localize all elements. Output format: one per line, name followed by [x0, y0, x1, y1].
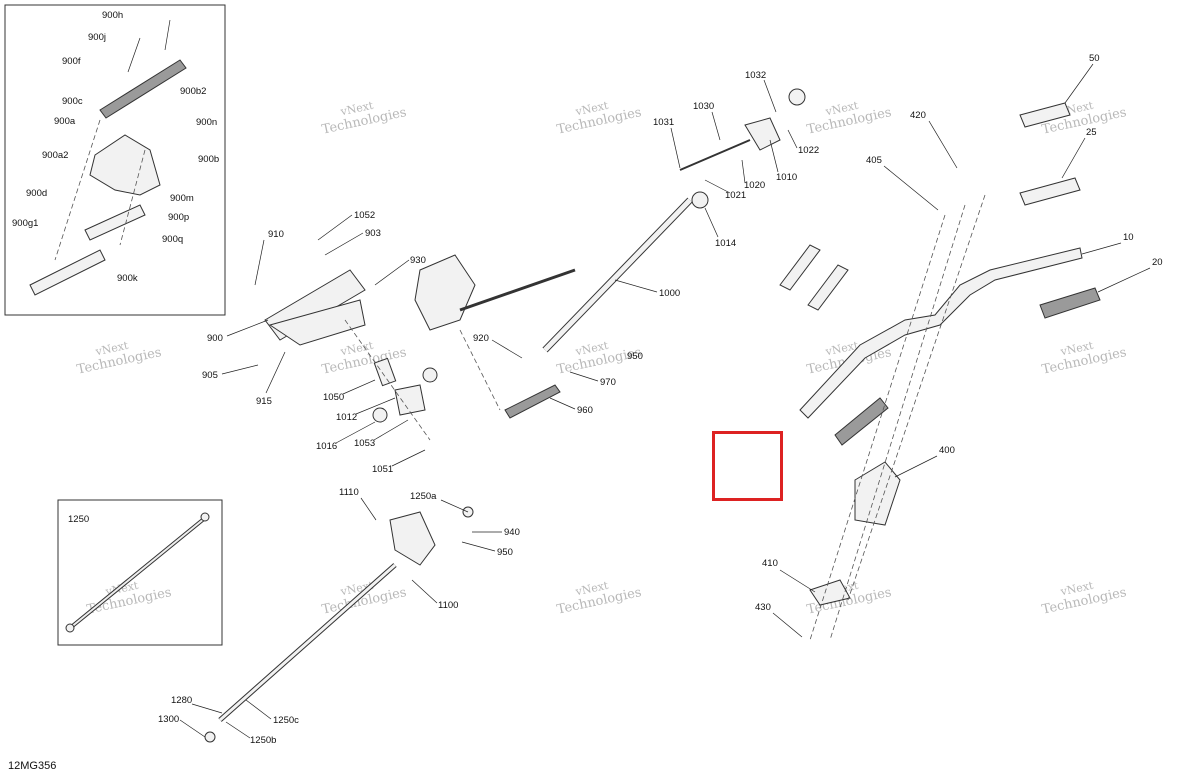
label-20: 20 — [1152, 257, 1163, 268]
label-430: 430 — [755, 602, 771, 613]
label-900b: 900b — [198, 154, 219, 165]
steering-assembly-drawing — [264, 88, 806, 441]
label-900h: 900h — [102, 10, 123, 21]
label-970: 970 — [600, 377, 616, 388]
label-950-lower: 950 — [497, 547, 513, 558]
highlight-box — [712, 431, 783, 501]
label-900k: 900k — [117, 273, 138, 284]
handlebar-assembly-drawing — [779, 102, 1101, 641]
label-1100: 1100 — [438, 600, 458, 611]
diagram-code: 12MG356 — [8, 760, 56, 772]
label-1014: 1014 — [715, 238, 736, 249]
label-950-upper: 950 — [627, 351, 643, 362]
label-915: 915 — [256, 396, 272, 407]
lower-assembly-drawing — [204, 506, 474, 743]
label-1022: 1022 — [798, 145, 819, 156]
label-400: 400 — [939, 445, 955, 456]
label-50: 50 — [1089, 53, 1100, 64]
label-900j: 900j — [88, 32, 106, 43]
label-1010: 1010 — [776, 172, 797, 183]
label-405: 405 — [866, 155, 882, 166]
label-900m: 900m — [170, 193, 194, 204]
label-900d: 900d — [26, 188, 47, 199]
label-1020: 1020 — [744, 180, 765, 191]
leader-lines — [179, 63, 1151, 739]
label-1053: 1053 — [354, 438, 375, 449]
label-900a: 900a — [54, 116, 76, 127]
label-900f: 900f — [62, 56, 81, 67]
label-930: 930 — [410, 255, 426, 266]
label-900p: 900p — [168, 212, 189, 223]
label-1250b: 1250b — [250, 735, 276, 746]
label-1030: 1030 — [693, 101, 714, 112]
label-900c: 900c — [62, 96, 83, 107]
label-900: 900 — [207, 333, 223, 344]
label-10: 10 — [1123, 232, 1134, 243]
label-1051: 1051 — [372, 464, 393, 475]
label-1250c: 1250c — [273, 715, 299, 726]
label-900q: 900q — [162, 234, 183, 245]
label-900n: 900n — [196, 117, 217, 128]
detail-box-1250 — [57, 499, 223, 646]
label-900b2: 900b2 — [180, 86, 206, 97]
label-1012: 1012 — [336, 412, 357, 423]
label-905: 905 — [202, 370, 218, 381]
detail-box-900 — [4, 4, 226, 316]
label-1050: 1050 — [323, 392, 344, 403]
label-410: 410 — [762, 558, 778, 569]
label-900g1: 900g1 — [12, 218, 38, 229]
label-420: 420 — [910, 110, 926, 121]
label-920: 920 — [473, 333, 489, 344]
label-1032: 1032 — [745, 70, 766, 81]
label-25: 25 — [1086, 127, 1097, 138]
label-940: 940 — [504, 527, 520, 538]
detail-900-labels: 900h 900j 900f 900c 900b2 900a 900n 900a… — [12, 10, 219, 284]
label-1300: 1300 — [158, 714, 179, 725]
label-960: 960 — [577, 405, 593, 416]
detail-1250-drawing — [65, 512, 210, 633]
label-1280: 1280 — [171, 695, 192, 706]
label-900a2: 900a2 — [42, 150, 68, 161]
detail-900-drawing — [29, 19, 187, 296]
label-903: 903 — [365, 228, 381, 239]
label-1000: 1000 — [659, 288, 680, 299]
detail-box-1250-label: 1250 — [68, 514, 89, 525]
label-1110: 1110 — [339, 487, 359, 498]
label-1052: 1052 — [354, 210, 375, 221]
label-1021: 1021 — [725, 190, 746, 201]
label-910: 910 — [268, 229, 284, 240]
part-labels: 1032 1030 1031 1022 1010 1020 1021 1014 … — [158, 53, 1163, 746]
label-1250a: 1250a — [410, 491, 437, 502]
label-1016: 1016 — [316, 441, 337, 452]
label-1031: 1031 — [653, 117, 674, 128]
